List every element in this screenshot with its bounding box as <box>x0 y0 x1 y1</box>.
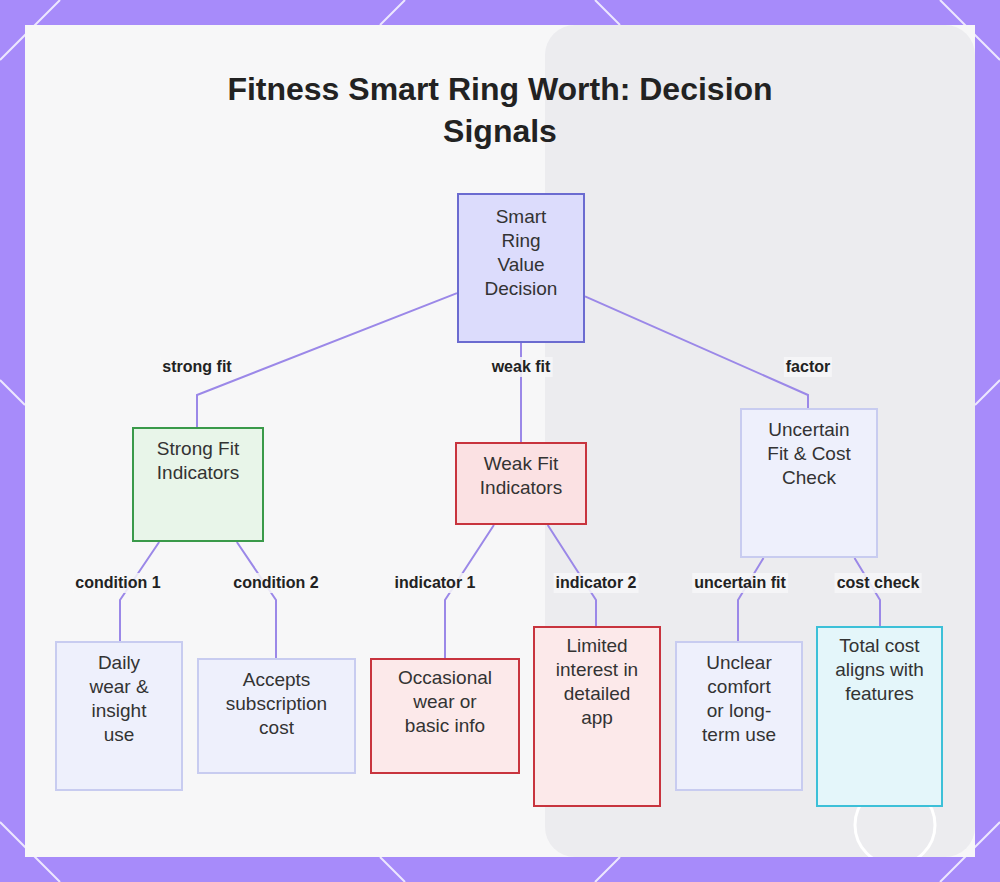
node-label: Uncertain Fit & Cost Check <box>762 418 856 490</box>
diagram-title: Fitness Smart Ring Worth: Decision Signa… <box>190 68 810 152</box>
edge-label: condition 2 <box>231 573 320 593</box>
connector-line <box>738 558 763 641</box>
node-label: Smart Ring Value Decision <box>481 205 561 301</box>
decision-box: Limited interest in detailed app <box>533 626 661 807</box>
decision-box: Daily wear & insight use <box>55 641 183 791</box>
edge-label: cost check <box>835 573 922 593</box>
edge-label: strong fit <box>160 357 233 377</box>
node-label: Unclear comfort or long-term use <box>698 651 780 747</box>
decision-box: Weak Fit Indicators <box>455 442 587 525</box>
edge-label: weak fit <box>490 357 553 377</box>
connector-line <box>237 542 276 658</box>
edge-label: condition 1 <box>73 573 162 593</box>
connector-line <box>197 293 457 427</box>
edge-label: indicator 1 <box>393 573 478 593</box>
node-label: Strong Fit Indicators <box>144 437 252 485</box>
node-label: Accepts subscription cost <box>221 668 332 740</box>
node-label: Limited interest in detailed app <box>551 634 643 730</box>
connector <box>197 293 457 427</box>
decision-box: Smart Ring Value Decision <box>457 193 585 343</box>
decision-box: Total cost aligns with features <box>816 626 943 807</box>
node-label: Weak Fit Indicators <box>467 452 575 500</box>
edge-label: uncertain fit <box>692 573 788 593</box>
connector-line <box>585 296 808 408</box>
decision-box: Uncertain Fit & Cost Check <box>740 408 878 558</box>
node-label: Occasional wear or basic info <box>394 666 496 738</box>
edge-label: indicator 2 <box>554 573 639 593</box>
decision-box: Accepts subscription cost <box>197 658 356 774</box>
connector <box>237 542 276 658</box>
edge-label: factor <box>784 357 832 377</box>
decision-box: Occasional wear or basic info <box>370 658 520 774</box>
decision-box: Strong Fit Indicators <box>132 427 264 542</box>
connector <box>738 558 763 641</box>
connector <box>585 296 808 408</box>
node-label: Total cost aligns with features <box>835 634 924 706</box>
node-label: Daily wear & insight use <box>83 651 155 747</box>
decision-box: Unclear comfort or long-term use <box>675 641 803 791</box>
